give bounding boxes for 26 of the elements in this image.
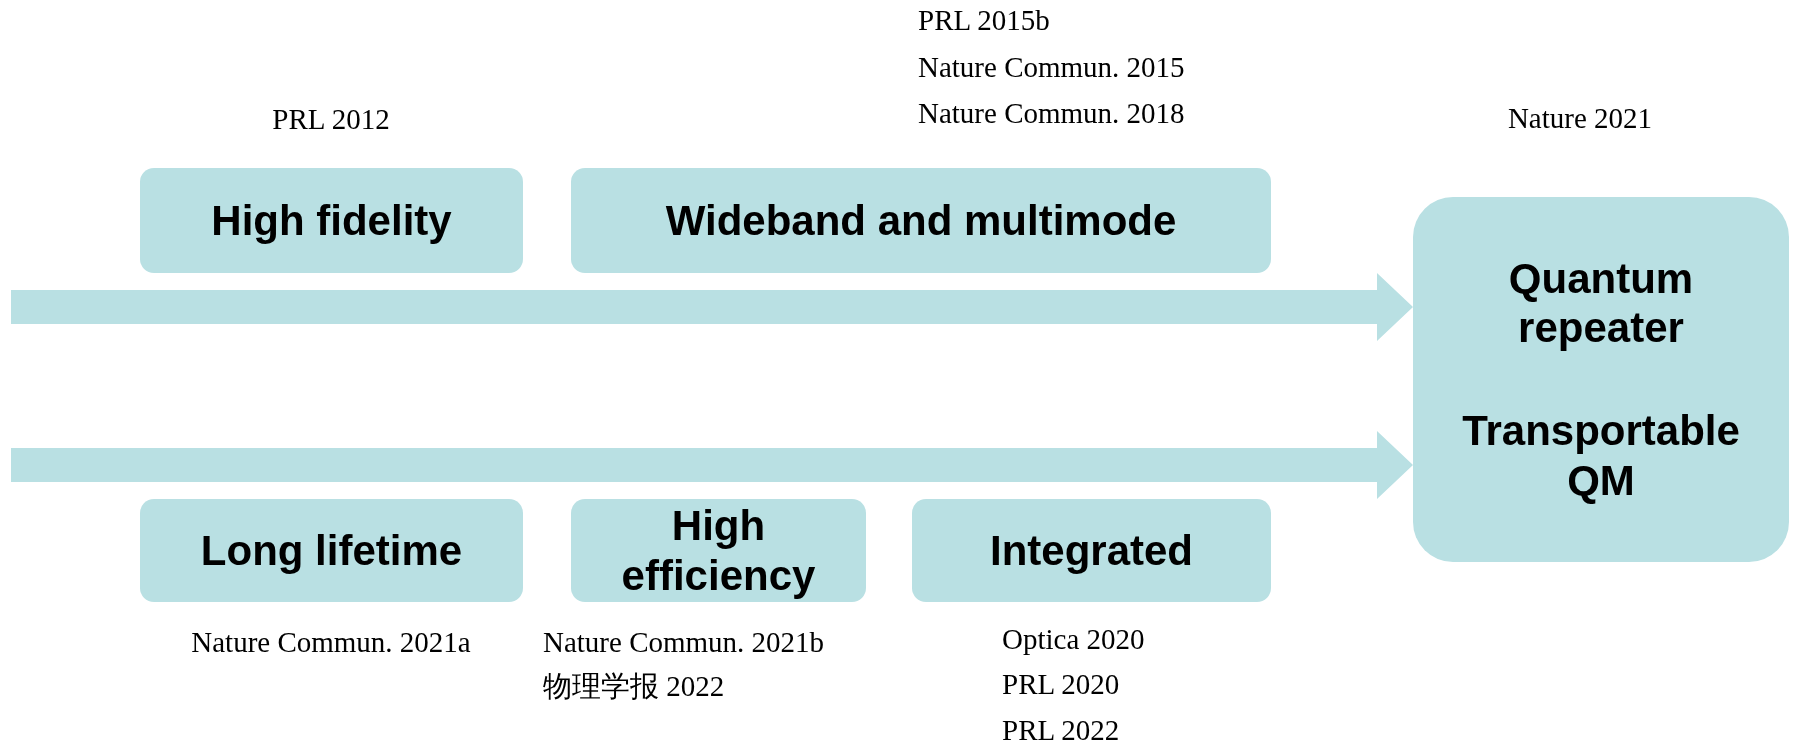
citation-text: PRL 2020 — [1002, 670, 1120, 699]
citation-text: Nature Commun. 2015 — [918, 53, 1185, 82]
citation-text: Nature Commun. 2021b — [543, 628, 825, 657]
citation-text: Nature 2021 — [1507, 104, 1653, 133]
rounded-box — [140, 168, 523, 273]
box-label: High fidelity — [211, 195, 452, 246]
citation-text: Nature Commun. 2021a — [191, 628, 471, 657]
box-label: Long lifetime — [200, 525, 463, 576]
box-label: High efficiency — [620, 500, 817, 601]
box-label: Integrated — [990, 525, 1193, 576]
citation-text: Optica 2020 — [1002, 625, 1145, 654]
citation-text: PRL 2022 — [1002, 716, 1120, 744]
rounded-box — [140, 499, 523, 602]
citation-text: PRL 2015b — [918, 6, 1050, 35]
arrow — [11, 273, 1413, 341]
box-label: Wideband and multimode — [665, 195, 1177, 246]
citation-text: PRL 2012 — [272, 105, 390, 134]
box-label: Quantum repeater — [1507, 253, 1695, 353]
rounded-box — [571, 168, 1271, 273]
rounded-box — [1413, 197, 1789, 562]
citation-text: 物理学报 2022 — [543, 672, 725, 701]
citation-text: Nature Commun. 2018 — [918, 99, 1185, 128]
box-label: Transportable QM — [1461, 406, 1741, 506]
arrow — [11, 431, 1413, 499]
rounded-box — [912, 499, 1271, 602]
rounded-box — [571, 499, 866, 602]
